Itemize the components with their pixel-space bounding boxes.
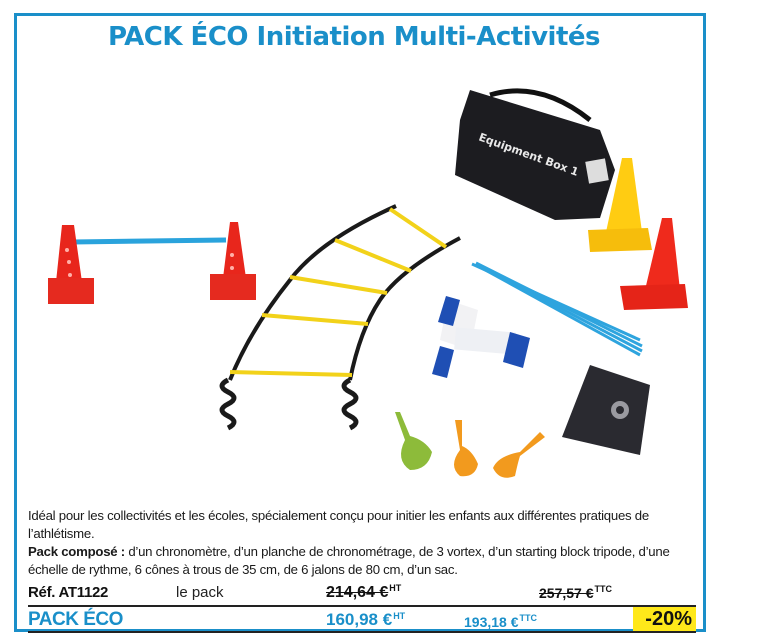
price-row-pack: PACK ÉCO 160,98 €HT 193,18 €TTC -20%: [28, 607, 696, 633]
equipment-bag-icon: Equipment Box 1: [455, 88, 615, 220]
old-price-ttc: 257,57 €TTC: [539, 584, 612, 601]
blue-poles-icon: [471, 261, 643, 357]
timing-board-icon: [562, 365, 650, 455]
new-price-ht: 160,98 €HT: [326, 610, 406, 629]
pack-name: PACK ÉCO: [28, 609, 123, 630]
product-illustration: Equipment Box 1: [17, 70, 706, 490]
description-intro: Idéal pour les collectivités et les écol…: [28, 508, 649, 541]
composition-label: Pack composé :: [28, 544, 125, 559]
new-price-ttc: 193,18 €TTC: [464, 613, 537, 630]
agility-ladder-icon: [219, 204, 461, 431]
product-description: Idéal pour les collectivités et les écol…: [28, 507, 700, 579]
unit-label: le pack: [176, 584, 224, 601]
vortex-icon: [395, 412, 545, 478]
yellow-cone-icon: [588, 158, 652, 252]
price-table: Réf. AT1122 le pack 214,64 €HT 257,57 €T…: [28, 583, 696, 633]
description-composition: Pack composé : d’un chronomètre, d’un pl…: [28, 543, 700, 579]
product-title: PACK ÉCO Initiation Multi-Activités: [107, 22, 601, 52]
reference-number: Réf. AT1122: [28, 584, 109, 601]
old-price-ht: 214,64 €HT: [326, 583, 402, 601]
composition-text: d’un chronomètre, d’un planche de chrono…: [28, 544, 670, 577]
hurdle-cones-icon: [48, 222, 256, 304]
discount-badge: -20%: [633, 607, 696, 631]
red-cone-icon: [620, 218, 688, 310]
starting-block-icon: [432, 296, 530, 378]
price-row-reference: Réf. AT1122 le pack 214,64 €HT 257,57 €T…: [28, 583, 696, 607]
